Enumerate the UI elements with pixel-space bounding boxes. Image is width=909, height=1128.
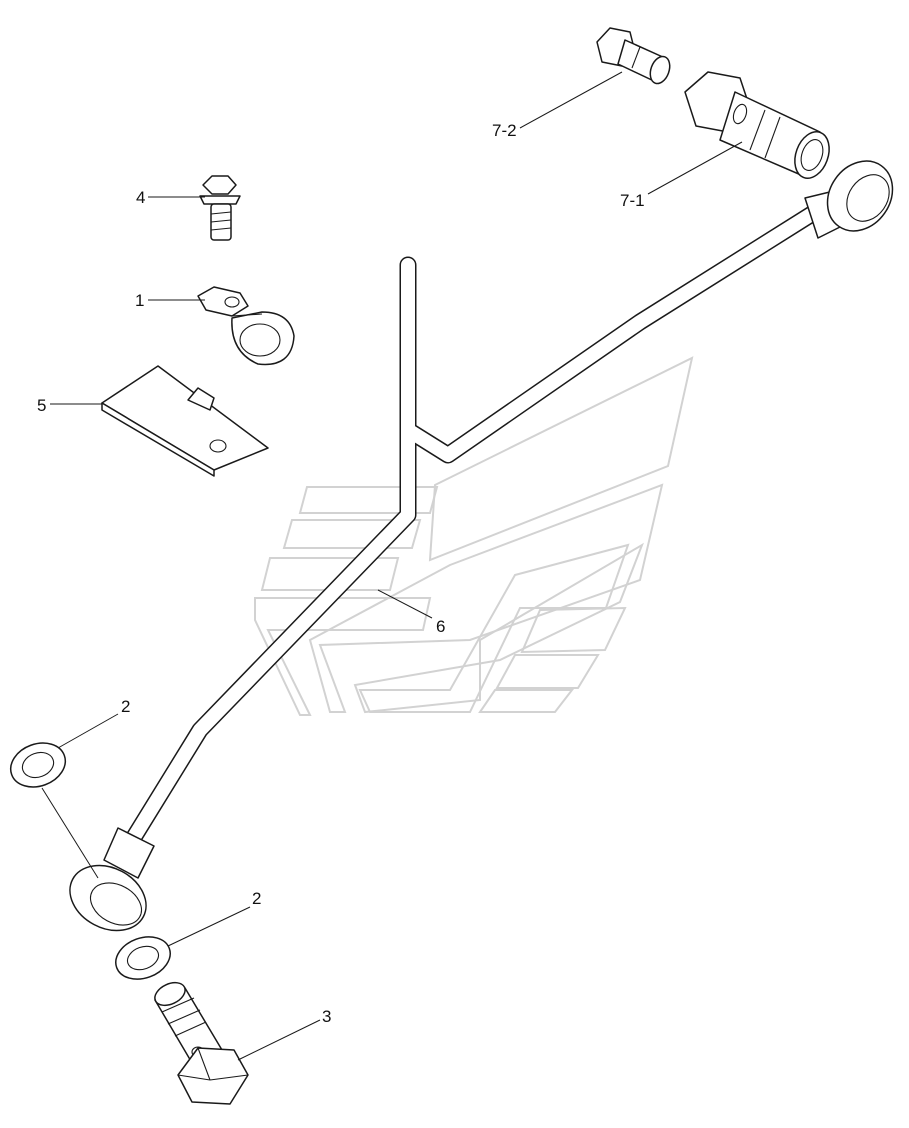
watermark-logo — [254, 356, 694, 716]
leader-2b — [167, 906, 251, 947]
sealing-washer-lower — [115, 936, 171, 980]
leader-lines — [41, 71, 743, 1061]
callout-3: 3 — [322, 1007, 331, 1026]
leader-2a — [57, 713, 119, 749]
banjo-bolt-large — [684, 71, 830, 179]
bolt-large — [154, 981, 249, 1105]
callout-labels: 1 2 2 3 4 5 6 7-1 7-2 — [37, 121, 645, 1026]
leader-2a-axis — [41, 787, 99, 879]
callout-6: 6 — [436, 617, 445, 636]
callout-7-2: 7-2 — [492, 121, 517, 140]
callout-1: 1 — [135, 291, 144, 310]
sealing-washer-upper — [9, 742, 67, 788]
pipe-clamp — [197, 286, 295, 366]
leader-3 — [237, 1019, 321, 1061]
leader-72 — [519, 71, 623, 129]
callout-4: 4 — [136, 188, 145, 207]
callout-5: 5 — [37, 396, 46, 415]
bolt-small — [199, 175, 241, 241]
callout-7-1: 7-1 — [620, 191, 645, 210]
callout-2-lower: 2 — [252, 889, 261, 908]
callout-2-upper: 2 — [121, 697, 130, 716]
oil-pipe — [122, 203, 824, 851]
lower-banjo-fitting — [69, 827, 155, 932]
upper-banjo-fitting — [804, 160, 894, 239]
banjo-bolt-small — [596, 27, 671, 85]
bracket-plate — [101, 365, 269, 477]
leader-6 — [377, 589, 433, 619]
oil-pipe-fill — [124, 205, 822, 849]
leader-71 — [647, 141, 743, 195]
